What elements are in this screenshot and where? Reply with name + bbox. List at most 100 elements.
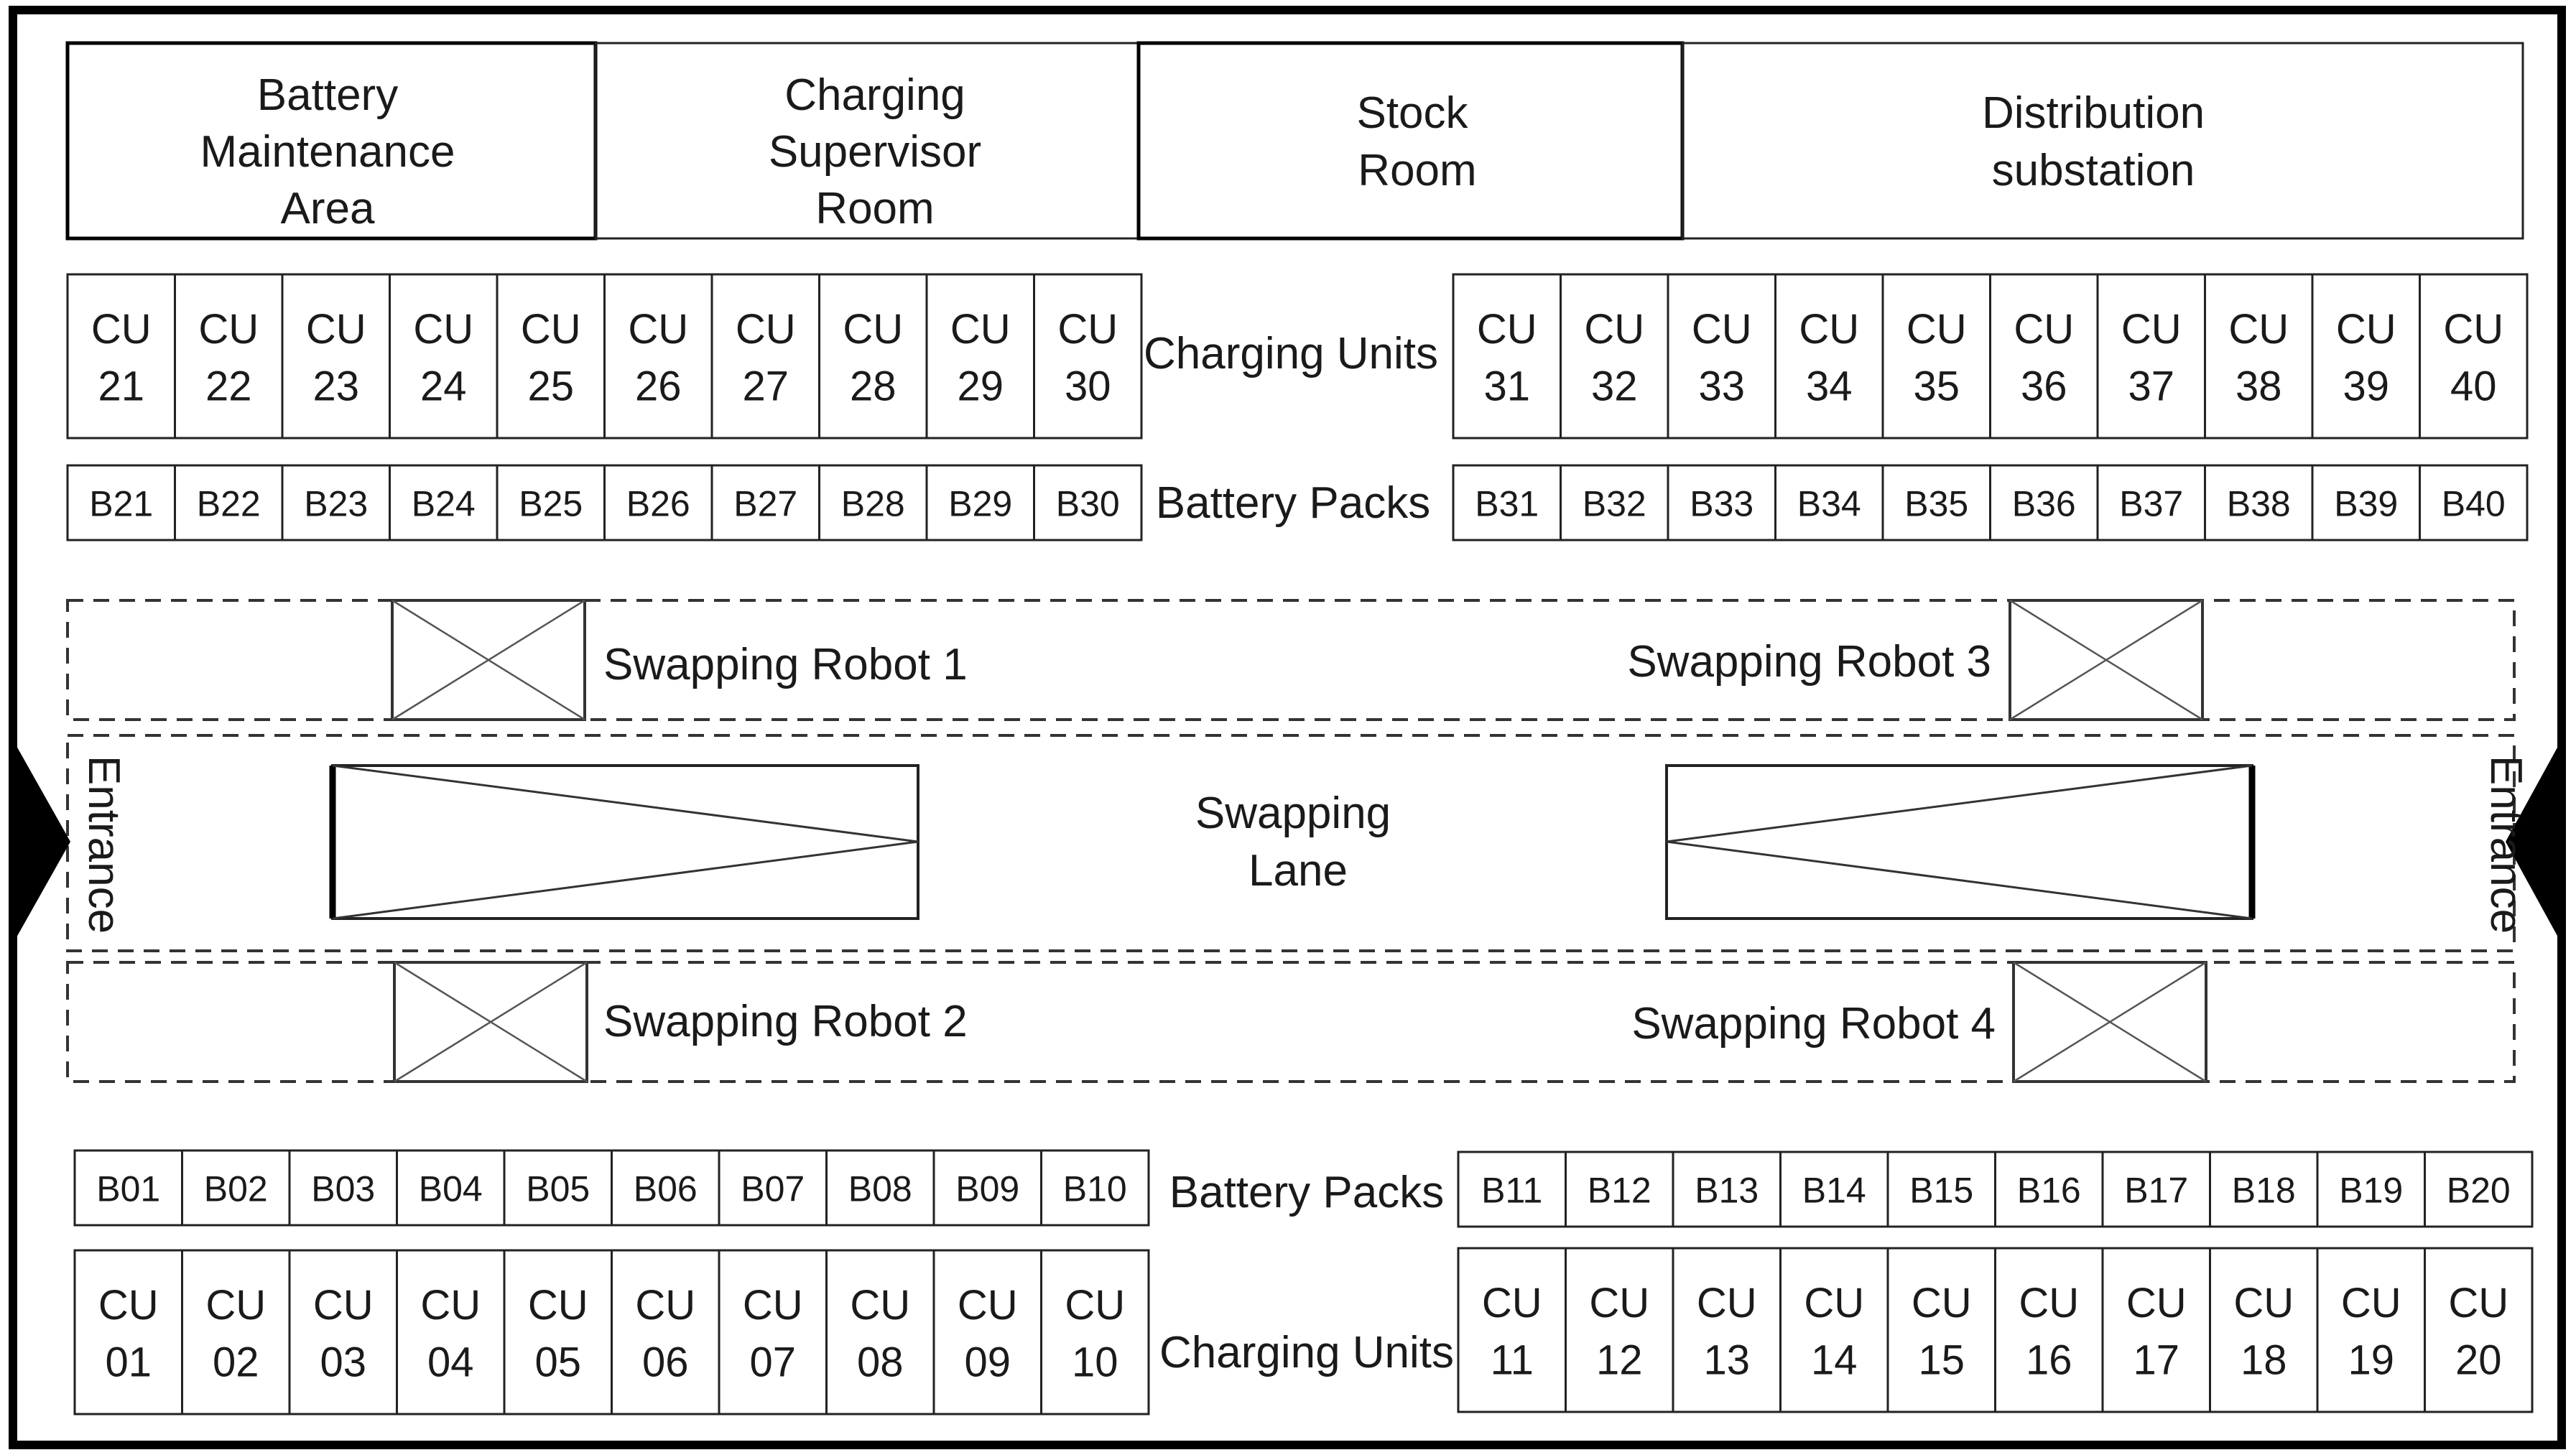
charging-unit-box — [73, 1249, 183, 1416]
battery-pack-cell: B10 — [1040, 1149, 1150, 1227]
charging-unit-prefix: CU — [98, 1282, 159, 1329]
charging-unit-cell: CU 22 — [174, 273, 284, 440]
unit-grids: CU21CU22CU23CU24CU25CU26CU27CU28CU29CU30… — [66, 273, 2534, 1416]
battery-pack-cell: B31 — [1452, 464, 1562, 541]
battery-pack-id: B15 — [1909, 1171, 1973, 1211]
charging-unit-box — [2101, 1247, 2211, 1413]
charging-unit-number: 07 — [749, 1339, 796, 1386]
charging-unit-number: 23 — [312, 363, 359, 410]
charging-unit-number: 22 — [205, 363, 252, 410]
battery-pack-id: B04 — [419, 1169, 483, 1209]
charging-unit-number: 15 — [1918, 1337, 1965, 1384]
battery-pack-id: B03 — [311, 1169, 375, 1209]
charging-unit-box — [611, 1249, 721, 1416]
battery-pack-id: B27 — [733, 484, 797, 524]
charging-unit-prefix: CU — [91, 306, 152, 353]
charging-unit-box — [932, 1249, 1042, 1416]
charging-unit-number: 02 — [213, 1339, 259, 1386]
distribution-substation-label-line1: Distribution — [1982, 88, 2205, 138]
battery-pack-id: B26 — [626, 484, 690, 524]
battery-pack-id: B05 — [526, 1169, 590, 1209]
charging-unit-number: 14 — [1811, 1337, 1858, 1384]
charging-unit-number: 35 — [1913, 363, 1960, 410]
battery-pack-cell: B21 — [66, 464, 176, 541]
charging-unit-prefix: CU — [1912, 1280, 1972, 1326]
charging-unit-prefix: CU — [628, 306, 688, 353]
vehicle-left — [329, 764, 919, 920]
battery-pack-id: B06 — [634, 1169, 698, 1209]
charging-unit-prefix: CU — [743, 1282, 803, 1329]
charging-unit-box — [1452, 273, 1562, 440]
battery-pack-cell: B13 — [1672, 1150, 1782, 1228]
stock-room — [1136, 41, 1685, 241]
charging-supervisor-label-line1: Charging — [784, 70, 965, 120]
battery-pack-cell: B03 — [288, 1149, 398, 1227]
charging-unit-cell: CU 14 — [1779, 1247, 1889, 1413]
distribution-substation — [1681, 42, 2524, 240]
charging-unit-number: 04 — [427, 1339, 474, 1386]
charging-unit-box — [1994, 1247, 2104, 1413]
charging-unit-number: 26 — [635, 363, 682, 410]
battery-pack-cell: B01 — [73, 1149, 183, 1227]
swapping-robot-4 — [2012, 961, 2207, 1083]
charging-unit-prefix: CU — [1057, 306, 1118, 353]
swapping-robot-1-label: Swapping Robot 1 — [603, 640, 968, 689]
battery-packs-label-bottom: Battery Packs — [1169, 1168, 1444, 1217]
battery-pack-cell: B16 — [1994, 1150, 2104, 1228]
battery-pack-id: B01 — [96, 1169, 160, 1209]
battery-pack-id: B16 — [2017, 1171, 2081, 1211]
charging-unit-box — [281, 273, 391, 440]
charging-unit-box — [66, 273, 176, 440]
charging-unit-number: 08 — [857, 1339, 904, 1386]
battery-maintenance-label-line2: Maintenance — [200, 127, 455, 177]
battery-pack-id: B34 — [1797, 484, 1861, 524]
charging-unit-prefix: CU — [1804, 1280, 1864, 1326]
charging-unit-number: 21 — [98, 363, 144, 410]
charging-unit-prefix: CU — [635, 1282, 695, 1329]
charging-unit-number: 03 — [320, 1339, 366, 1386]
battery-pack-id: B30 — [1056, 484, 1120, 524]
battery-pack-id: B09 — [955, 1169, 1019, 1209]
charging-unit-box — [288, 1249, 398, 1416]
swapping-lane-label-line1: Swapping — [1195, 789, 1391, 838]
charging-unit-number: 09 — [964, 1339, 1011, 1386]
charging-unit-box — [174, 273, 284, 440]
battery-pack-cell: B27 — [710, 464, 820, 541]
charging-unit-prefix: CU — [843, 306, 903, 353]
battery-pack-id: B29 — [948, 484, 1012, 524]
charging-unit-box — [1774, 273, 1884, 440]
battery-pack-cell: B32 — [1560, 464, 1669, 541]
charging-unit-box — [496, 273, 606, 440]
charging-unit-prefix: CU — [1065, 1282, 1125, 1329]
charging-unit-box — [825, 1249, 935, 1416]
entrance-arrow-right — [2506, 740, 2562, 944]
battery-pack-id: B33 — [1690, 484, 1753, 524]
charging-unit-box — [1040, 1249, 1150, 1416]
charging-unit-prefix: CU — [2233, 1280, 2294, 1326]
charging-unit-number: 24 — [420, 363, 467, 410]
charging-unit-prefix: CU — [1482, 1280, 1542, 1326]
charging-unit-number: 11 — [1491, 1337, 1534, 1384]
charging-unit-cell: CU 15 — [1886, 1247, 1996, 1413]
charging-unit-prefix: CU — [2014, 306, 2074, 353]
battery-pack-cell: B17 — [2101, 1150, 2211, 1228]
charging-unit-box — [1565, 1247, 1674, 1413]
entrance-label-left: Entrance — [79, 756, 129, 934]
charging-units-label-top: Charging Units — [1144, 329, 1438, 378]
battery-pack-cell: B09 — [932, 1149, 1042, 1227]
charging-unit-box — [2311, 273, 2421, 440]
charging-unit-prefix: CU — [198, 306, 259, 353]
charging-unit-number: 20 — [2455, 1337, 2502, 1384]
charging-unit-prefix: CU — [313, 1282, 374, 1329]
